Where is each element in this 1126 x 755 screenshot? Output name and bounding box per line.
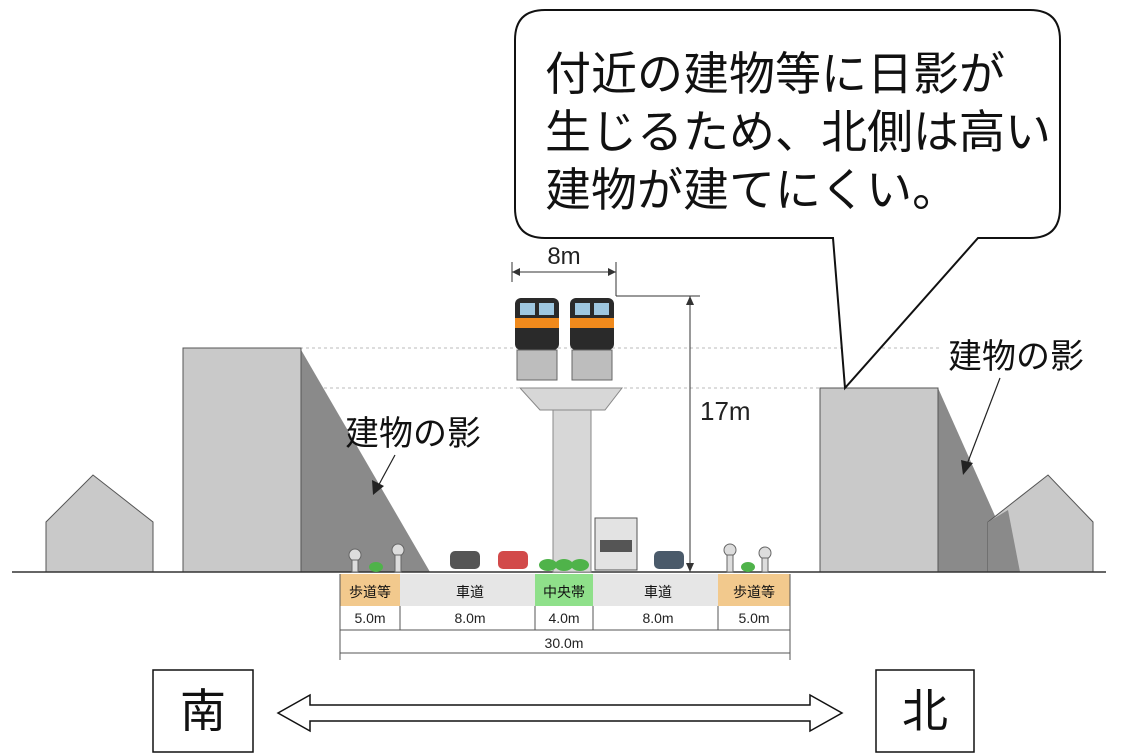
shadow-left xyxy=(300,348,430,572)
callout-line-2: 生じるため、北側は高い xyxy=(545,105,1051,159)
total-width-label: 30.0m xyxy=(545,635,584,651)
section-name-3: 車道 xyxy=(644,584,672,601)
pillar-head xyxy=(518,387,624,411)
callout-line-1: 付近の建物等に日影が xyxy=(545,47,1005,101)
section-name-0: 歩道等 xyxy=(349,584,391,601)
shadow-pointer-right xyxy=(965,377,1001,468)
vehicles xyxy=(450,517,684,571)
section-width-3: 8.0m xyxy=(642,610,673,626)
section-name-1: 車道 xyxy=(456,584,484,601)
north-box xyxy=(875,669,975,753)
north-label: 北 xyxy=(902,684,948,738)
section-sidewalk-south xyxy=(340,574,400,606)
building-left xyxy=(182,347,302,573)
double-arrow xyxy=(276,693,844,733)
section-width-1: 8.0m xyxy=(454,610,485,626)
section-median xyxy=(535,574,593,606)
train-right xyxy=(570,298,614,381)
section-name-2: 中央帯 xyxy=(543,585,585,601)
section-name-4: 歩道等 xyxy=(733,584,775,601)
train-left xyxy=(515,298,559,381)
pedestrians xyxy=(348,543,772,573)
callout-bubble xyxy=(514,9,1061,391)
pillar xyxy=(552,404,592,573)
section-sidewalk-north xyxy=(718,574,790,606)
section-road-north xyxy=(593,574,718,606)
shadow-label-right: 建物の影 xyxy=(948,337,1084,377)
callout-line-3: 建物が建てにくい。 xyxy=(545,163,958,217)
south-box xyxy=(152,669,254,753)
section-width-2: 4.0m xyxy=(548,610,579,626)
south-label: 南 xyxy=(180,684,226,738)
section-road-south xyxy=(400,574,535,606)
house-left xyxy=(45,474,154,573)
median-shrubs xyxy=(539,559,589,571)
shadow-label-left: 建物の影 xyxy=(345,414,481,454)
section-width-0: 5.0m xyxy=(354,610,385,626)
section-width-4: 5.0m xyxy=(738,610,769,626)
height-label: 17m xyxy=(700,396,751,426)
building-right xyxy=(819,387,939,573)
house-right-shadow xyxy=(988,510,1020,572)
train-width-label: 8m xyxy=(547,243,580,270)
